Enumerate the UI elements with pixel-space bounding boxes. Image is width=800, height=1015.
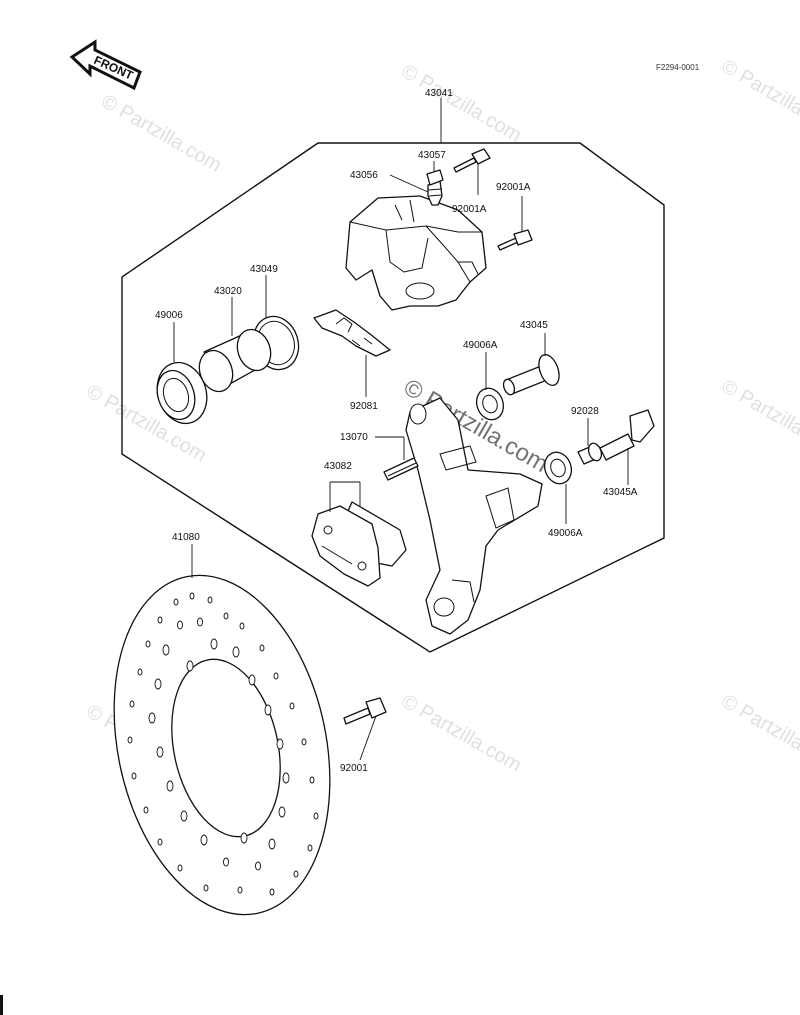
bleed-cap	[426, 169, 444, 186]
disc-bolt	[343, 697, 387, 725]
label-92001: 92001	[340, 763, 368, 774]
boot-top	[475, 387, 505, 421]
bolt-92001a-side	[497, 229, 533, 251]
label-13070: 13070	[340, 432, 368, 443]
label-49006a-bottom: 49006A	[548, 528, 583, 539]
boot-bottom	[543, 451, 573, 485]
label-49006: 49006	[155, 310, 183, 321]
label-43020: 43020	[214, 286, 242, 297]
caliper-bracket	[405, 397, 543, 635]
label-92001a-side: 92001A	[496, 182, 531, 193]
label-49006a-top: 49006A	[463, 340, 498, 351]
front-arrow-badge: FRONT	[69, 39, 142, 91]
front-arrow-icon	[69, 39, 142, 91]
slide-pin	[599, 409, 655, 461]
collar	[577, 442, 603, 465]
watermark: © Partzilla.com	[398, 690, 526, 776]
label-41080: 41080	[172, 532, 200, 543]
piston	[198, 328, 272, 393]
scan-edge-mark	[0, 995, 3, 1015]
label-43045: 43045	[520, 320, 548, 331]
label-43057: 43057	[418, 150, 446, 161]
brake-pads	[311, 501, 407, 587]
label-43045a: 43045A	[603, 487, 638, 498]
shim	[383, 457, 419, 481]
brake-disc	[113, 574, 331, 916]
caliper-body	[345, 195, 487, 311]
label-43041: 43041	[425, 88, 453, 99]
caliper-assembly-outline	[121, 142, 665, 653]
label-43056: 43056	[350, 170, 378, 181]
pad-spring	[313, 309, 391, 357]
watermark: © Partzilla.com	[718, 55, 800, 141]
sleeve	[502, 354, 560, 396]
label-43082: 43082	[324, 461, 352, 472]
diagram-code: F2294-0001	[656, 63, 700, 72]
disc-holes	[127, 592, 319, 896]
dust-seal	[156, 361, 208, 425]
label-43049: 43049	[250, 264, 278, 275]
label-92028: 92028	[571, 406, 599, 417]
watermark: © Partzilla.com	[718, 690, 800, 776]
bolt-92001a-top	[453, 148, 491, 173]
label-92081: 92081	[350, 401, 378, 412]
watermark: © Partzilla.com	[98, 90, 226, 176]
watermark: © Partzilla.com	[398, 60, 526, 146]
label-92001a-top: 92001A	[452, 204, 487, 215]
watermark: © Partzilla.com	[718, 375, 800, 461]
